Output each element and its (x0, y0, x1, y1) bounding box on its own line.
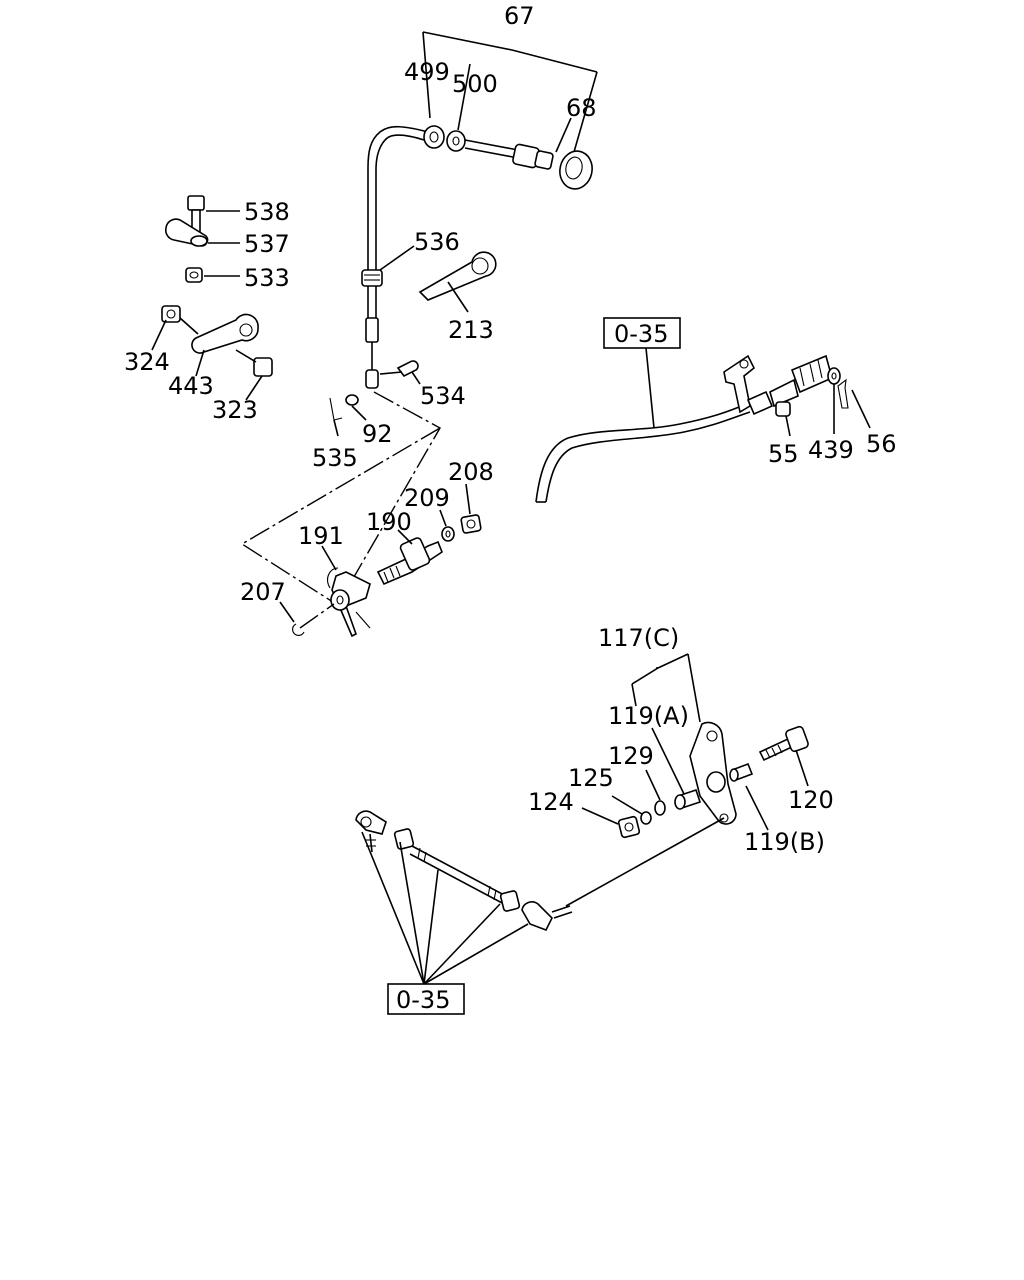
callout-537: 537 (244, 230, 290, 258)
callout-535: 535 (312, 444, 358, 472)
callout-68: 68 (566, 94, 597, 122)
callout-439: 439 (808, 436, 854, 464)
callout-533: 533 (244, 264, 290, 292)
callout-443: 443 (168, 372, 214, 400)
callout-538: 538 (244, 198, 290, 226)
callout-56: 56 (866, 430, 897, 458)
callout-208: 208 (448, 458, 494, 486)
callout-55: 55 (768, 440, 799, 468)
callout-119a: 119(A) (608, 702, 689, 730)
callout-534: 534 (420, 382, 466, 410)
callout-324: 324 (124, 348, 170, 376)
callout-92: 92 (362, 420, 393, 448)
lever-pivot-group: 208 209 190 191 207 (240, 458, 494, 638)
lower-lever-group: 117(C) 119(A) 129 125 124 120 119(B) (528, 624, 834, 856)
callout-119b: 119(B) (744, 828, 825, 856)
bracket-hardware-group: 324 443 323 (124, 305, 273, 424)
callout-129: 129 (608, 742, 654, 770)
callout-120: 120 (788, 786, 834, 814)
callout-124: 124 (528, 788, 574, 816)
callout-191: 191 (298, 522, 344, 550)
reference-0-35-upper: 0-35 (614, 320, 668, 348)
callout-67: 67 (504, 2, 535, 30)
callout-209: 209 (404, 484, 450, 512)
callout-125: 125 (568, 764, 614, 792)
reference-box-0-35 (603, 317, 681, 349)
cable-end-group: 0-35 55 439 56 (535, 317, 897, 503)
reference-box-0-35-lower (387, 983, 465, 1015)
callout-207: 207 (240, 578, 286, 606)
pin-hardware-group: 534 92 535 (312, 371, 466, 472)
control-cable-assembly: 67 499 500 68 (361, 2, 598, 389)
link-rod-group: 0-35 (355, 810, 725, 1015)
callout-323: 323 (212, 396, 258, 424)
callout-500: 500 (452, 70, 498, 98)
callout-117c: 117(C) (598, 624, 679, 652)
callout-499: 499 (404, 58, 450, 86)
callout-536: 536 (414, 228, 460, 256)
cable-clip: 536 213 (379, 228, 497, 344)
clip-hardware-group: 538 537 533 (164, 195, 290, 292)
reference-0-35-lower: 0-35 (396, 986, 450, 1014)
callout-213: 213 (448, 316, 494, 344)
callout-190: 190 (366, 508, 412, 536)
